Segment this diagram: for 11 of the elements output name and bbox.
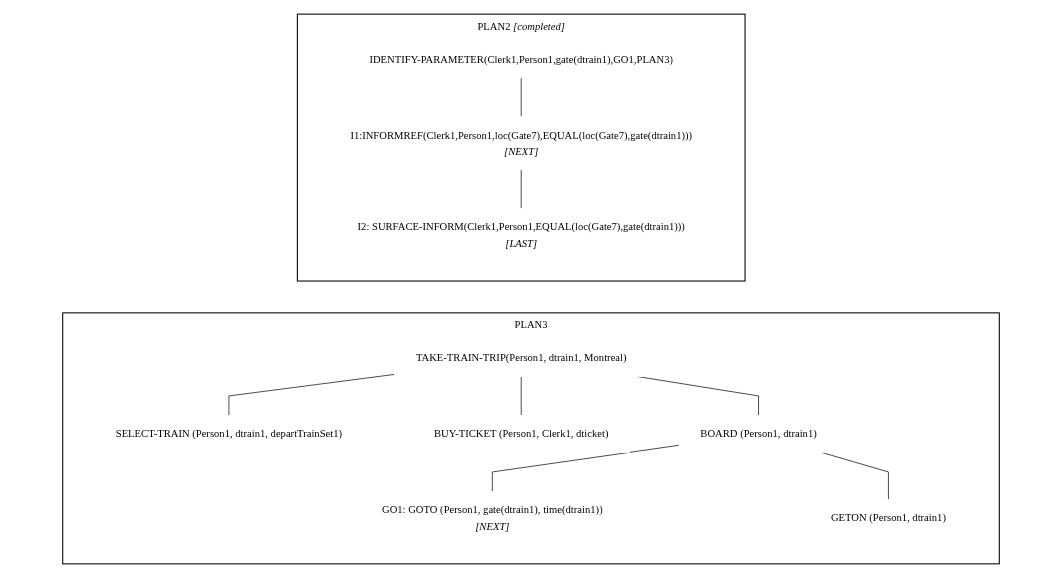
- node-text: TAKE-TRAIN-TRIP(Person1, dtrain1, Montreal): [415, 352, 627, 364]
- node-text: BOARD (Person1, dtrain1): [700, 428, 817, 440]
- node-text: GETON (Person1, dtrain1): [830, 512, 946, 524]
- node-text: BUY-TICKET (Person1, Clerk1, dticket): [433, 428, 609, 440]
- node-text: I2: SURFACE-INFORM(Clerk1,Person1,EQUAL(loc(Gate7),gate(dtrain1))) [LAST]: [357, 221, 685, 249]
- connector: [491, 444, 680, 492]
- node-text: I1:INFORMREF(Clerk1,Person1,loc(Gate7),EQUAL(loc(Gate7),gate(dtrain1))) [NEXT]: [350, 129, 693, 157]
- node-text: IDENTIFY-PARAMETER(Clerk1,Person1,gate(dtrain1),GO1,PLAN3): [369, 53, 674, 65]
- node-text: SELECT-TRAIN (Person1, dtrain1, departTrainSet1): [115, 428, 343, 440]
- node-text: GO1: GOTO (Person1, gate(dtrain1), time(dtrain1)) [NEXT]: [381, 504, 603, 532]
- connector: [228, 374, 396, 416]
